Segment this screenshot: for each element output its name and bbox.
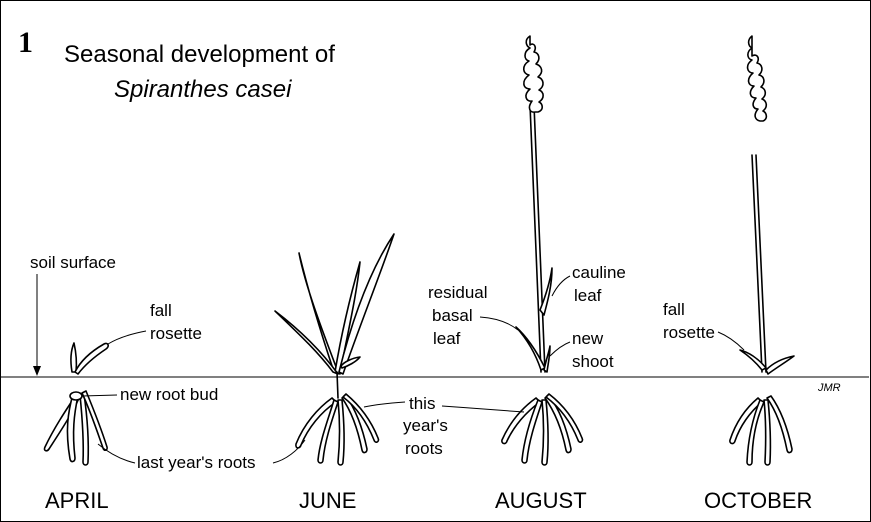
leader-residual-basal-leaf [480,317,518,330]
figure-title-line1: Seasonal development of [64,41,335,68]
label-cauline-line2: leaf [574,286,602,305]
label-fall-rosette-oct-line2: rosette [663,323,715,342]
leader-fall-rosette-april [108,331,146,344]
label-new-shoot-line1: new [572,329,604,348]
label-new-shoot-line2: shoot [572,352,614,371]
label-residual-line3: leaf [433,329,461,348]
plant-april [44,343,108,465]
leader-fall-rosette-oct [718,332,744,350]
arrow-head [33,366,41,376]
label-soil-surface: soil surface [30,253,116,272]
label-fall-rosette-oct-line1: fall [663,300,685,319]
plant-october [730,36,794,465]
month-label-april: APRIL [45,488,109,513]
figure-title-line2: Spiranthes casei [114,76,292,103]
label-this-years-roots-line3: roots [405,439,443,458]
leader-new-shoot [550,342,570,356]
label-residual-line1: residual [428,283,488,302]
leader-this-years-roots-june [364,402,405,407]
month-label-june: JUNE [299,488,356,513]
label-last-years-roots: last year's roots [137,453,256,472]
label-this-years-roots-line2: year's [403,416,448,435]
label-this-years-roots-line1: this [409,394,435,413]
label-new-root-bud: new root bud [120,385,218,404]
plant-june [275,234,394,465]
figure-number: 1 [18,26,33,59]
label-fall-rosette-april-line1: fall [150,301,172,320]
label-residual-line2: basal [432,306,473,325]
month-label-october: OCTOBER [704,488,812,513]
label-cauline-line1: cauline [572,263,626,282]
plant-august [502,36,583,465]
label-fall-rosette-april-line2: rosette [150,324,202,343]
leader-cauline-leaf [552,276,570,296]
artist-signature: JMR [817,382,841,394]
month-label-august: AUGUST [495,488,587,513]
leader-this-years-roots-august [442,406,524,412]
